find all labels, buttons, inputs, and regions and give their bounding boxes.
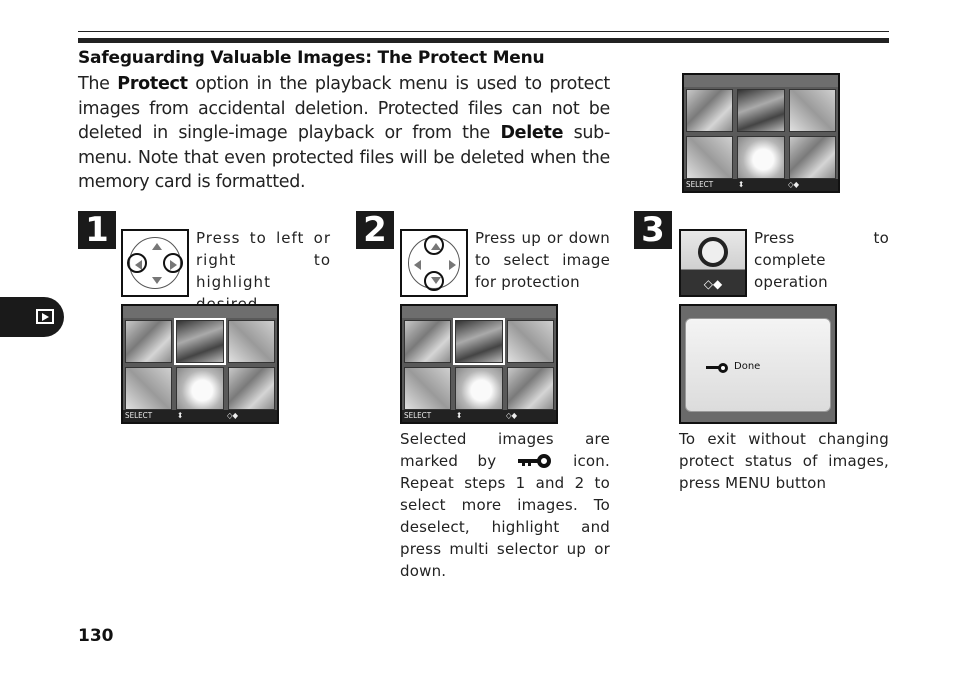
multi-selector-up-down [400, 229, 468, 297]
step-number-1: 1 [78, 211, 116, 249]
done-label: Done [734, 361, 761, 372]
step-2-screen: SELECT⬍◇◆ [400, 304, 558, 424]
step-1-screen: SELECT⬍◇◆ [121, 304, 279, 424]
section-heading: Safeguarding Valuable Images: The Protec… [78, 48, 545, 68]
step-number-2: 2 [356, 211, 394, 249]
left-highlight [127, 253, 147, 273]
step-3-text: Press to complete operation [754, 229, 889, 291]
protect-button-icon [698, 237, 728, 267]
protect-button-panel: ◇◆ [679, 229, 747, 297]
protect-key-icon [517, 454, 552, 468]
playback-section-tab [0, 297, 64, 337]
done-key-icon [706, 363, 728, 373]
playback-thumbnails-screen: SELECT⬍◇◆ [682, 73, 840, 193]
page-number: 130 [78, 626, 114, 646]
step-number-3: 3 [634, 211, 672, 249]
done-screen: Done [679, 304, 837, 424]
top-rule-thick [78, 38, 889, 43]
protect-term: Protect [117, 74, 188, 94]
top-rule-thin [78, 31, 889, 32]
intro-paragraph: The Protect option in the playback menu … [78, 74, 611, 192]
step-2-note: Selected images are marked by icon. Repe… [400, 430, 610, 580]
right-highlight [163, 253, 183, 273]
protect-button-label: ◇◆ [703, 277, 723, 291]
playback-icon [36, 309, 54, 324]
up-highlight [424, 235, 444, 255]
step-2-text: Press up or down to select image for pro… [475, 229, 610, 291]
step-3-note: To exit without changing protect status … [679, 430, 889, 492]
down-highlight [424, 271, 444, 291]
multi-selector-left-right [121, 229, 189, 297]
delete-term: Delete [500, 123, 564, 143]
